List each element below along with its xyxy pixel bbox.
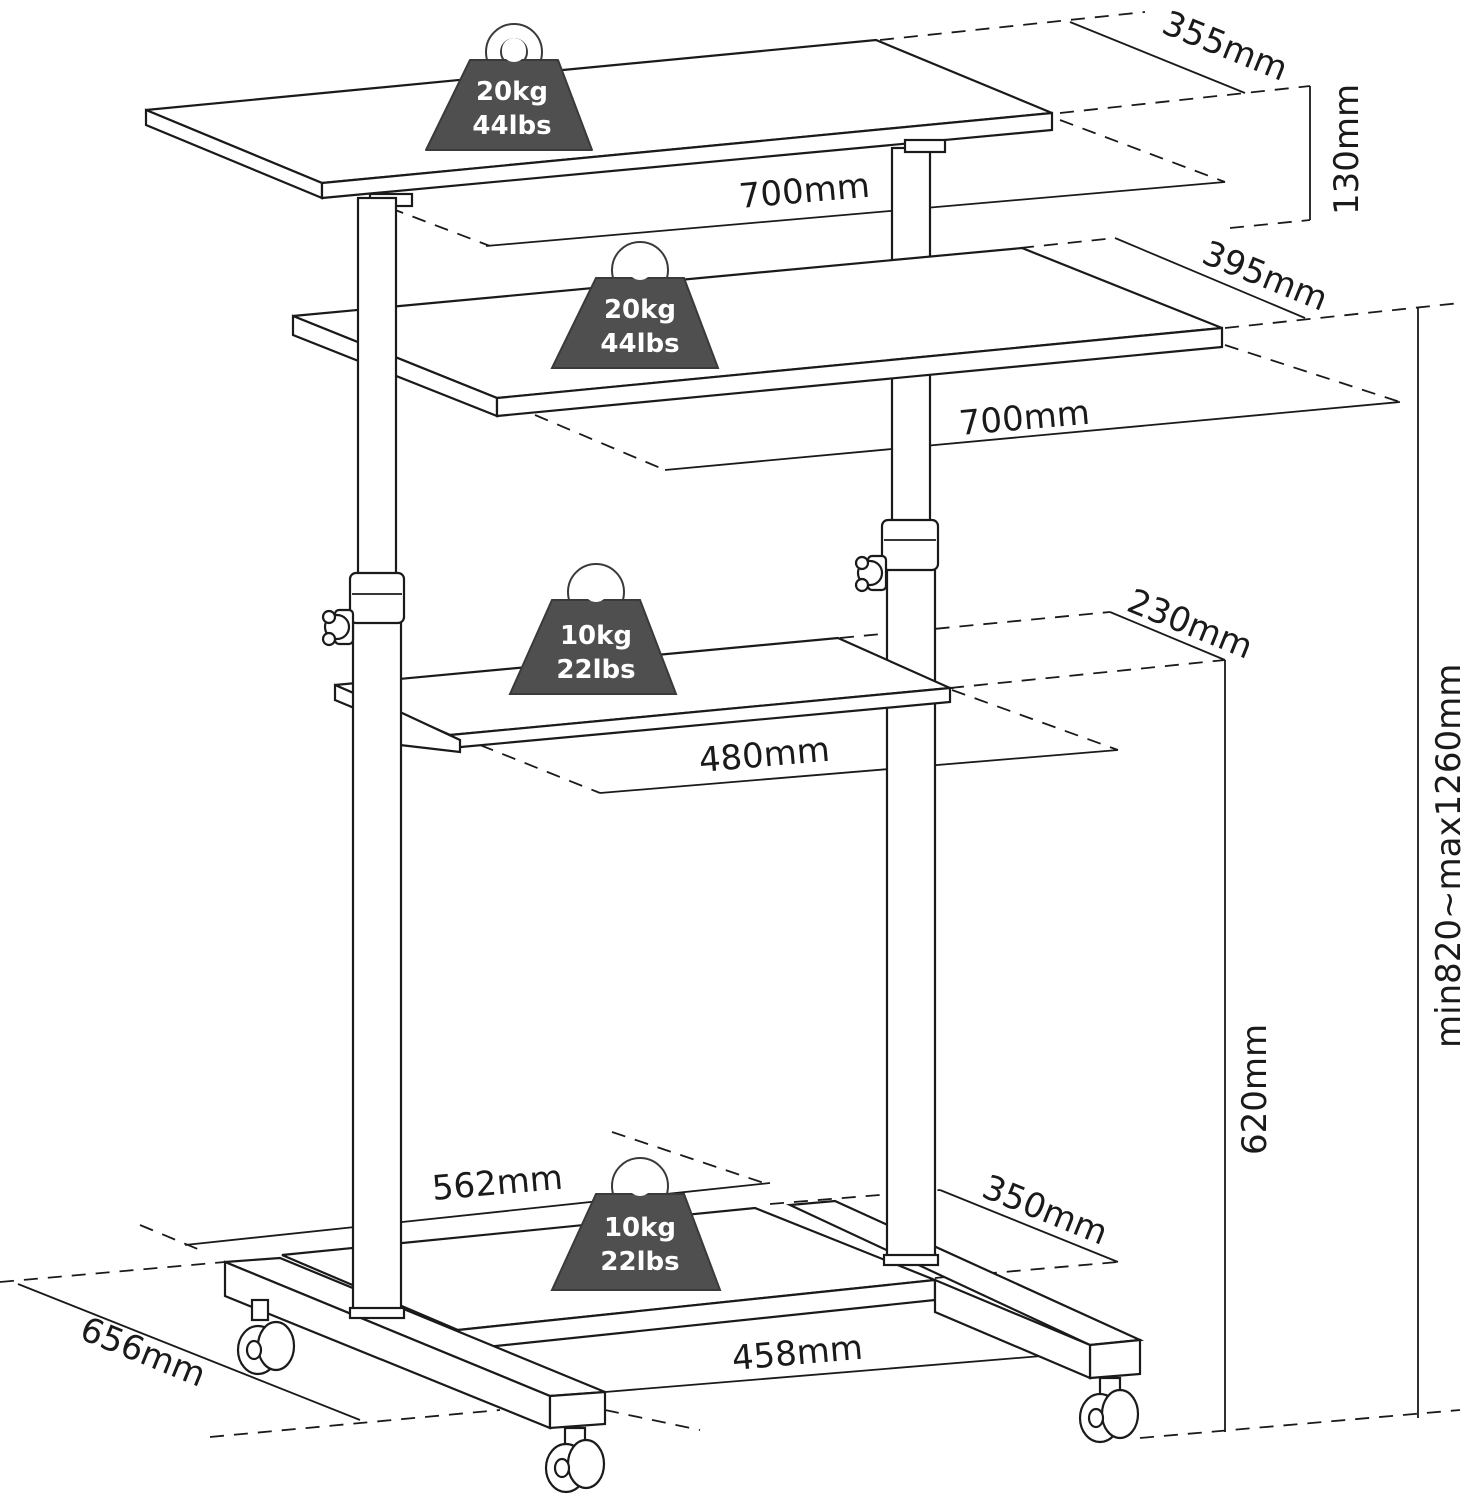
left-column [321, 196, 406, 1320]
load-badge-top: 20kg 44lbs [425, 23, 593, 151]
label-350: 350mm [977, 1167, 1114, 1253]
label-562: 562mm [430, 1158, 564, 1209]
label-656: 656mm [75, 1309, 212, 1395]
label-second-width: 700mm [957, 393, 1091, 444]
label-620: 620mm [1235, 1024, 1275, 1155]
second-shelf [291, 246, 1224, 418]
label-keyboard-width: 480mm [697, 730, 831, 781]
label-height-range: min820~max1260mm [1429, 664, 1466, 1048]
load-lbs-3: 22lbs [556, 655, 635, 685]
caster-wheels [236, 1298, 1140, 1494]
load-lbs-4: 22lbs [600, 1247, 679, 1277]
load-badge-base: 10kg 22lbs [550, 1157, 722, 1291]
label-top-width: 700mm [737, 166, 871, 217]
load-kg-4: 10kg [604, 1213, 676, 1243]
load-kg-2: 20kg [604, 295, 676, 325]
load-badge-keyboard: 10kg 22lbs [508, 563, 678, 695]
left-knob [321, 608, 355, 647]
caster-back-right [1078, 1376, 1140, 1444]
label-keyboard-depth: 230mm [1122, 581, 1259, 667]
top-shelf [144, 38, 1054, 208]
right-column-foot [882, 1253, 940, 1267]
caster-front-left [236, 1298, 296, 1376]
load-badge-second: 20kg 44lbs [550, 241, 720, 369]
label-130: 130mm [1327, 84, 1367, 215]
label-second-depth: 395mm [1197, 233, 1334, 319]
load-lbs-2: 44lbs [600, 329, 679, 359]
load-kg-3: 10kg [560, 621, 632, 651]
label-458: 458mm [730, 1328, 864, 1379]
label-top-depth: 355mm [1157, 3, 1294, 89]
right-knob [854, 554, 888, 593]
load-kg-1: 20kg [476, 77, 548, 107]
load-lbs-1: 44lbs [472, 111, 551, 141]
caster-front-right [544, 1426, 606, 1494]
right-column [854, 146, 940, 1264]
